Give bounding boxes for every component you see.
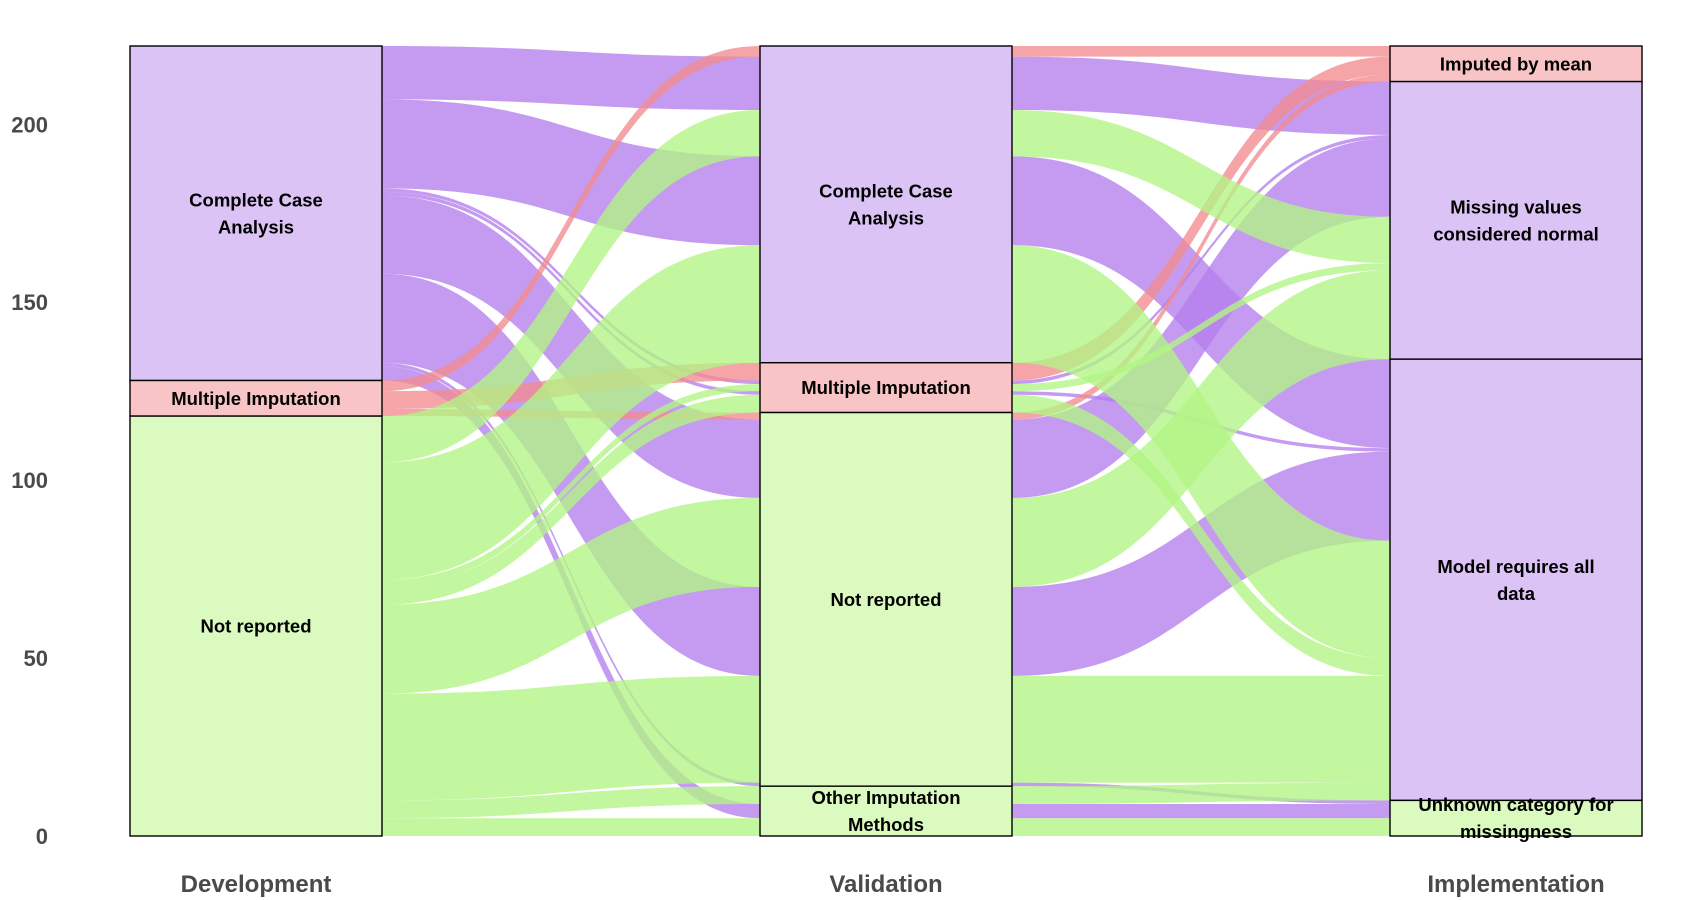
flow-not-reported-not-reported-model-requires-all-data — [382, 675, 760, 801]
flow-complete-case-analysis-not-reported-model-requires-all-data — [1012, 451, 1390, 676]
stratum-implementation-model-requires-all-data — [1389, 358, 1643, 802]
stratum-implementation-missing-values-considered-normal — [1389, 80, 1643, 360]
axis-name-development: Development — [181, 871, 332, 898]
y-tick-label: 0 — [36, 824, 48, 849]
flow-not-reported-multiple-imputation-model-requires-all-data — [382, 394, 760, 605]
x-axis: Development Validation Implementation — [181, 871, 1605, 898]
flow-not-reported-other-imputation-methods-unknown-category-for-missingness — [1012, 818, 1390, 836]
flow-not-reported-multiple-imputation-missing-values-considered-normal — [1012, 263, 1390, 392]
y-tick-label: 100 — [11, 468, 48, 493]
stratum-validation-multiple-imputation — [759, 362, 1013, 414]
axis-name-implementation: Implementation — [1427, 871, 1604, 898]
stratum-label: Not reported — [831, 589, 942, 610]
flow-multiple-imputation-multiple-imputation-imputed-by-mean — [1012, 56, 1390, 381]
stratum-label: Multiple Imputation — [171, 388, 341, 409]
stratum-validation-other-imputation-methods — [759, 785, 1013, 837]
stratum-implementation-imputed-by-mean — [1389, 45, 1643, 83]
stratum-label: Not reported — [201, 616, 312, 637]
flow-not-reported-complete-case-analysis-model-requires-all-data — [382, 245, 760, 580]
flow-not-reported-not-reported-missing-values-considered-normal — [1012, 270, 1390, 587]
flow-not-reported-not-reported-missing-values-considered-normal — [382, 497, 760, 694]
flow-not-reported-multiple-imputation-model-requires-all-data — [1012, 394, 1390, 676]
flow-complete-case-analysis-other-imputation-methods-unknown-category-for-missingness — [1012, 803, 1390, 819]
flow-complete-case-analysis-multiple-imputation-missing-values-considered-normal — [1012, 134, 1390, 385]
stratum-development-not-reported — [129, 415, 383, 837]
flow-not-reported-other-imputation-methods-model-requires-all-data — [382, 786, 760, 819]
flow-not-reported-multiple-imputation-missing-values-considered-normal — [382, 384, 760, 587]
stratum-development-multiple-imputation — [129, 379, 383, 417]
stratum-label: Imputed by mean — [1440, 53, 1592, 74]
alluvial-flows — [382, 46, 1390, 836]
flow-multiple-imputation-not-reported-imputed-by-mean — [1012, 74, 1390, 420]
y-axis: 0 50 100 150 200 — [11, 112, 48, 849]
stratum-validation-not-reported — [759, 411, 1013, 787]
stratum-validation-complete-case-analysis — [759, 45, 1013, 364]
y-tick-label: 50 — [24, 646, 48, 671]
y-tick-label: 200 — [11, 112, 48, 137]
flow-not-reported-complete-case-analysis-missing-values-considered-normal — [1012, 110, 1390, 264]
y-tick-label: 150 — [11, 290, 48, 315]
stratum-development-complete-case-analysis — [129, 45, 383, 382]
flow-not-reported-other-imputation-methods-unknown-category-for-missingness — [382, 818, 760, 836]
flow-not-reported-complete-case-analysis-missing-values-considered-normal — [382, 110, 760, 463]
flow-multiple-imputation-complete-case-analysis-imputed-by-mean — [1012, 46, 1390, 57]
flow-complete-case-analysis-complete-case-analysis-missing-values-considered-normal — [382, 46, 760, 111]
stratum-implementation-unknown-category-for-missingness — [1389, 799, 1643, 837]
flow-multiple-imputation-complete-case-analysis-imputed-by-mean — [382, 46, 760, 392]
flow-not-reported-other-imputation-methods-model-requires-all-data — [1012, 782, 1390, 804]
flow-not-reported-not-reported-model-requires-all-data — [1012, 675, 1390, 783]
stratum-label: Multiple Imputation — [801, 377, 971, 398]
axis-name-validation: Validation — [829, 871, 942, 898]
flow-complete-case-analysis-complete-case-analysis-model-requires-all-data — [382, 99, 760, 246]
